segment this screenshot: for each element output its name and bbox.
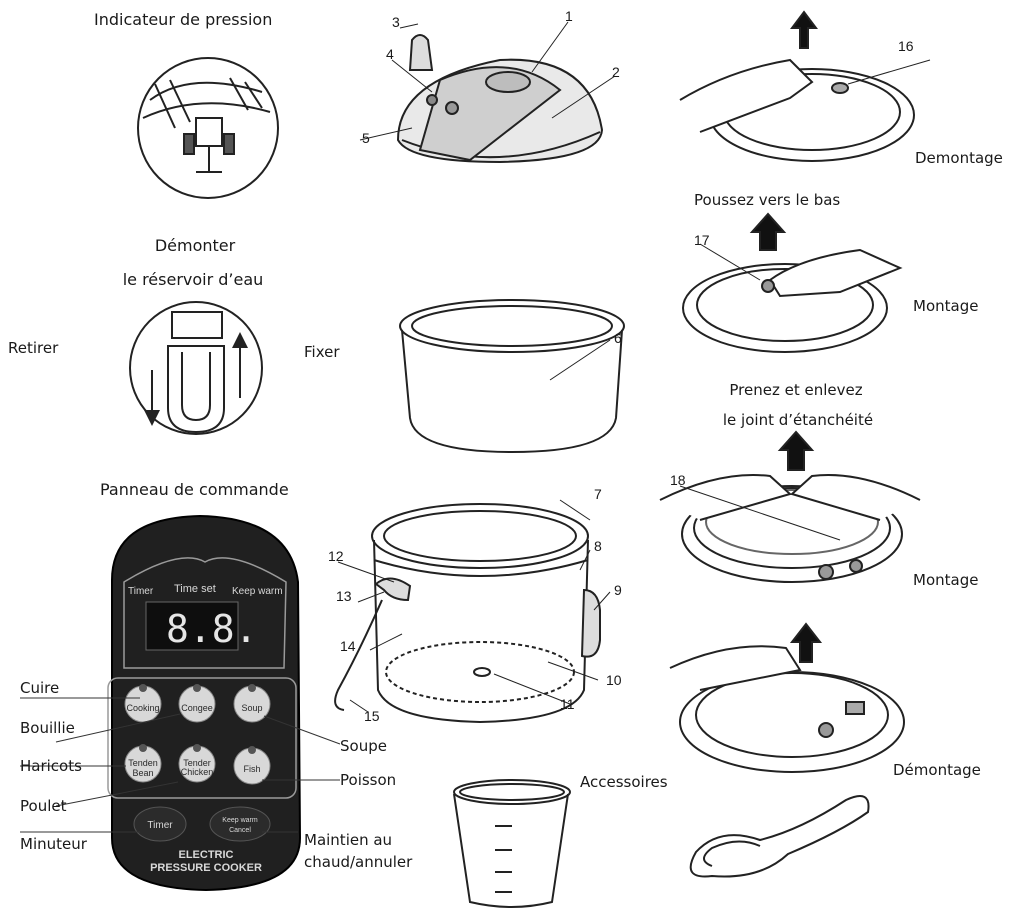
panel-button-bean-label-2: Bean [132, 768, 153, 778]
panel-keepwarm-label: Keep warm [232, 586, 283, 597]
cooker-body-illustration [334, 499, 611, 724]
assemble-label-2: Montage [913, 571, 979, 589]
measuring-cup-illustration [453, 779, 571, 908]
panel-button-soup[interactable] [233, 684, 271, 723]
disassemble-label-2: Démontage [893, 761, 981, 779]
callout-cook: Cuire [20, 679, 60, 697]
remove-label: Retirer [8, 339, 59, 357]
panel-button-bean[interactable] [124, 744, 162, 783]
lid-disassembly-illustration [679, 10, 931, 162]
panel-button-soup-label: Soup [241, 703, 262, 713]
assemble-label-1: Montage [913, 297, 979, 315]
remove-tank-line-2: le réservoir d’eau [122, 270, 264, 289]
pressure-indicator-detail [137, 57, 279, 199]
part-number-13: 13 [336, 588, 352, 604]
panel-button-chicken-label-1: Tender [183, 758, 211, 768]
panel-button-cooking[interactable] [124, 684, 162, 723]
part-number-6: 6 [614, 330, 622, 346]
part-number-17: 17 [694, 232, 710, 248]
panel-button-fish-label: Fish [243, 764, 260, 774]
callout-timer: Minuteur [20, 835, 87, 853]
panel-callout-lines [20, 697, 341, 833]
panel-button-cooking-label: Cooking [126, 703, 159, 713]
part-number-7: 7 [594, 486, 602, 502]
part-number-11: 11 [560, 696, 575, 712]
panel-button-keepwarm-label-2: Cancel [229, 827, 251, 834]
callout-soup: Soupe [340, 737, 387, 755]
panel-button-congee-label: Congee [181, 703, 213, 713]
panel-button-keepwarm[interactable] [209, 806, 271, 842]
cooker-lid-illustration [359, 21, 616, 164]
part-number-8: 8 [594, 538, 602, 554]
panel-timer-label: Timer [128, 586, 154, 597]
callout-chicken: Poulet [20, 797, 67, 815]
panel-display-digits: 8.8. [166, 607, 258, 651]
callout-keep-warm-1: Maintien au [304, 831, 393, 849]
part-number-2: 2 [612, 64, 620, 80]
part-number-18: 18 [670, 472, 686, 488]
callout-beans: Haricots [20, 757, 82, 775]
fix-label: Fixer [304, 343, 340, 361]
panel-button-bean-label-1: Tenden [128, 758, 158, 768]
panel-button-fish[interactable] [233, 746, 271, 785]
panel-brand-line-2: PRESSURE COOKER [150, 862, 262, 874]
panel-button-keepwarm-label-1: Keep warm [222, 817, 258, 824]
callout-fish: Poisson [340, 771, 397, 789]
control-panel-title: Panneau de commande [100, 480, 289, 499]
spoon-illustration [689, 795, 870, 878]
part-number-15: 15 [364, 708, 380, 724]
seal-removal-illustration [659, 430, 921, 583]
take-seal-line-2: le joint d’étanchéité [722, 411, 874, 429]
seal-disassembly-illustration [669, 622, 905, 773]
inner-pot-illustration [399, 299, 625, 454]
callout-keep-warm-2: chaud/annuler [304, 853, 413, 871]
part-number-4: 4 [386, 46, 394, 62]
disassemble-label-1: Demontage [915, 149, 1003, 167]
panel-button-timer-label: Timer [147, 820, 173, 831]
panel-button-timer[interactable] [133, 806, 187, 842]
part-number-5: 5 [362, 130, 370, 146]
part-number-16: 16 [898, 38, 914, 54]
water-tank-detail [129, 301, 263, 435]
panel-button-chicken[interactable] [178, 744, 216, 783]
part-number-9: 9 [614, 582, 622, 598]
part-number-12: 12 [328, 548, 344, 564]
part-number-10: 10 [606, 672, 622, 688]
part-number-1: 1 [565, 8, 573, 24]
panel-brand-line-1: ELECTRIC [179, 849, 234, 861]
push-down-label: Poussez vers le bas [694, 191, 841, 209]
callout-porridge: Bouillie [20, 719, 75, 737]
panel-button-congee[interactable] [178, 684, 216, 723]
panel-button-chicken-label-2: Chicken [181, 767, 214, 777]
accessories-label: Accessoires [580, 773, 668, 791]
pressure-indicator-title: Indicateur de pression [94, 10, 273, 29]
part-number-3: 3 [392, 14, 400, 30]
panel-timeset-label: Time set [174, 583, 216, 595]
take-seal-line-1: Prenez et enlevez [729, 381, 863, 399]
part-number-14: 14 [340, 638, 356, 654]
lid-assembly-illustration [682, 212, 903, 353]
remove-tank-line-1: Démonter [154, 236, 236, 255]
